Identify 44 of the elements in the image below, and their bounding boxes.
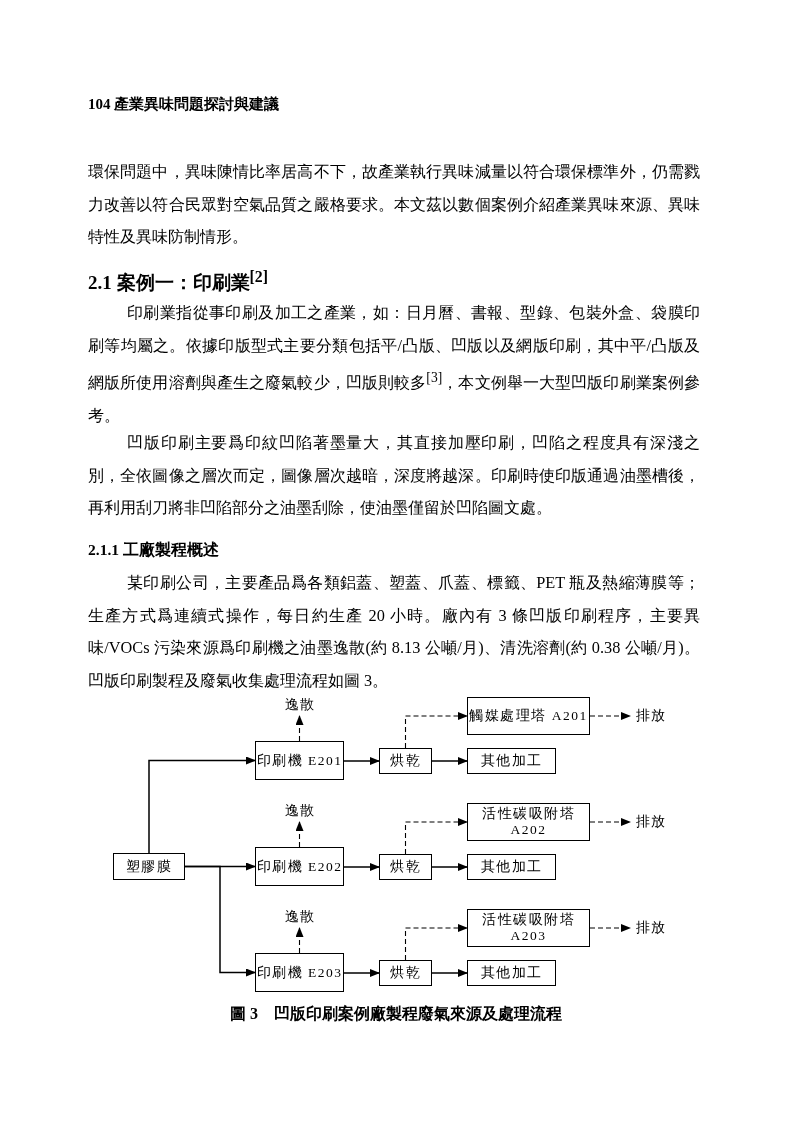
process-box: 烘乾 — [379, 748, 432, 774]
process-box: 觸媒處理塔 A201 — [467, 697, 590, 735]
process-box: 活性碳吸附塔 A203 — [467, 909, 590, 947]
body-paragraph: 凹版印刷主要爲印紋凹陷著墨量大，其直接加壓印刷，凹陷之程度具有深淺之別，全依圖像之層次而定，圖像層次越暗，深度將越深。印刷時使印版通過油墨槽後，再利用刮刀將非凹陷部分之油墨刮除，使油墨僅留於凹陷圖文處。 — [88, 432, 700, 520]
arrow — [431, 757, 468, 765]
process-box: 其他加工 — [467, 854, 556, 880]
process-box: 其他加工 — [467, 960, 556, 986]
arrow — [589, 924, 631, 932]
process-box: 印刷機 E202 — [255, 847, 344, 886]
subsection-heading: 2.1.1 工廠製程概述 — [88, 540, 219, 560]
arrow — [589, 712, 631, 720]
flow-text: 排放 — [630, 918, 672, 938]
process-box: 印刷機 E203 — [255, 953, 344, 992]
flow-text: 排放 — [630, 812, 672, 832]
process-box: 塑膠膜 — [113, 853, 185, 880]
running-header: 104 產業異味問題探討與建議 — [88, 95, 280, 114]
section-heading: 2.1 案例一：印刷業$^{[2]}$ — [88, 267, 268, 296]
arrow — [404, 712, 468, 749]
body-paragraph: 某印刷公司，主要產品爲各類鋁蓋、塑蓋、爪蓋、標籤、PET 瓶及熱縮薄膜等；生產方式爲連續式操作，每日約生產 20 小時。廠內有 3 條凹版印刷程序，主要異味/VOCs 污染來源爲印刷機之油墨逸散(約 8.13 公噸/月)、清洗溶劑(約 0.38 公噸/月)。凹版印刷製程及廢氣收集處理流程如圖 3。 — [88, 572, 700, 692]
arrow — [431, 863, 468, 871]
arrow — [148, 756, 256, 854]
process-box: 活性碳吸附塔 A202 — [467, 803, 590, 841]
arrow — [343, 863, 380, 871]
flow-text: 逸散 — [278, 801, 322, 821]
flow-text: 排放 — [630, 706, 672, 726]
process-box: 印刷機 E201 — [255, 741, 344, 780]
body-paragraph: 環保問題中，異味陳情比率居高不下，故產業執行異味減量以符合環保標準外，仍需戮力改善以符合民眾對空氣品質之嚴格要求。本文茲以數個案例介紹產業異味來源、異味特性及異味防制情形。 — [88, 161, 700, 249]
process-box: 其他加工 — [467, 748, 556, 774]
process-box: 烘乾 — [379, 854, 432, 880]
arrow — [589, 818, 631, 826]
arrow — [184, 865, 256, 977]
arrow — [404, 924, 468, 961]
process-box: 烘乾 — [379, 960, 432, 986]
arrow — [295, 715, 304, 742]
body-paragraph: 印刷業指從事印刷及加工之產業，如：日月曆、書報、型錄、包裝外盒、袋膜印刷等均屬之。依據印版型式主要分類包括平/凸版、凹版以及網版印刷，其中平/凸版及網版所使用溶劑與產生之廢氣較少，凹版則較多$^{[3]}$，本文例舉一大型凹版印刷業案例參考。 — [88, 302, 700, 428]
flow-text: 逸散 — [278, 907, 322, 927]
flow-text: 逸散 — [278, 695, 322, 715]
arrow — [404, 818, 468, 855]
arrow — [343, 757, 380, 765]
arrow — [295, 927, 304, 954]
figure-caption: 圖 3 凹版印刷案例廠製程廢氣來源及處理流程 — [230, 1005, 562, 1022]
arrow — [295, 821, 304, 848]
arrow — [431, 969, 468, 977]
arrow — [343, 969, 380, 977]
